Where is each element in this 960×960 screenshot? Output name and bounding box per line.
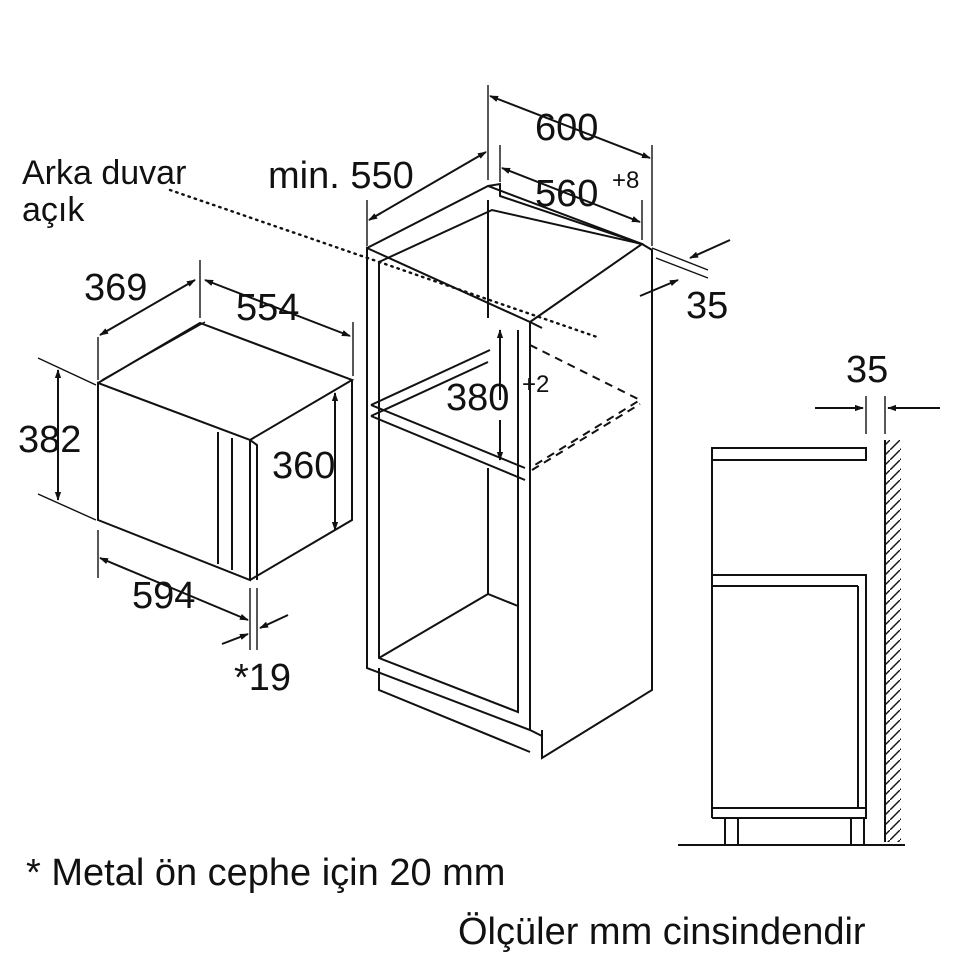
cabinet-drawing [366,182,653,760]
niche-height-tolerance: +2 [522,371,549,398]
units-note: Ölçüler mm cinsindendir [458,911,866,953]
width-560-label: 560 [535,173,598,215]
niche-height-label: 380 [446,377,509,419]
device-depth-369: 369 [84,267,147,309]
width-560-tolerance: +8 [612,167,639,194]
width-600-label: 600 [535,107,598,149]
side-view-drawing [678,396,940,846]
device-width-554: 554 [236,287,299,329]
device-width-594: 594 [132,575,195,617]
microwave-drawing [97,321,355,582]
device-front-19: *19 [234,657,291,699]
panel-35-label: 35 [686,285,728,327]
microwave-dimensions [37,260,354,650]
min-depth-label: min. 550 [268,155,414,197]
side-35-label: 35 [846,349,888,391]
footnote: * Metal ön cephe için 20 mm [26,852,505,894]
rear-wall-label-line1: Arka duvar [22,154,186,192]
cabinet-dimensions [366,85,731,461]
rear-wall-label-line2: açık [22,191,85,229]
device-height-382: 382 [18,419,81,461]
device-height-360: 360 [272,445,335,487]
rear-wall-leader [168,188,602,340]
